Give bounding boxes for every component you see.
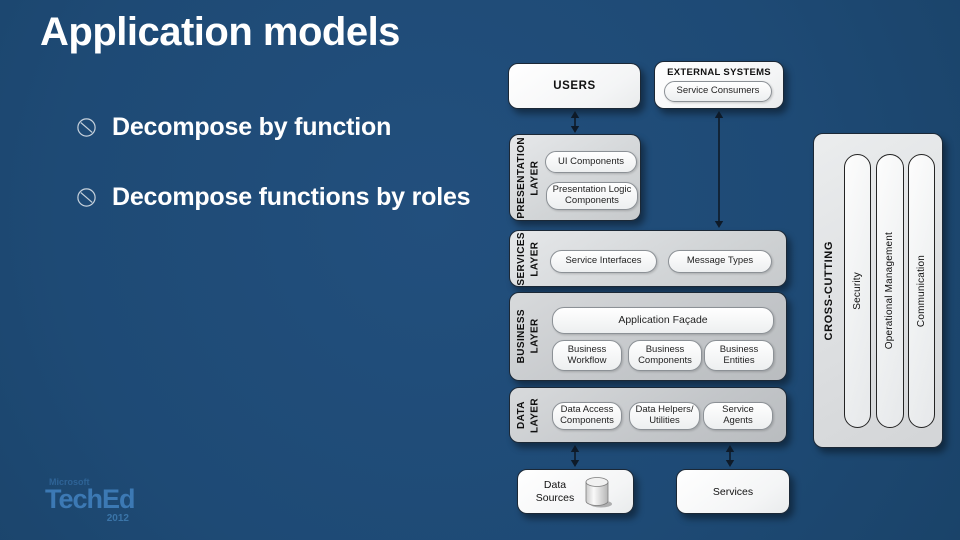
operational-management-vpill: Operational Management [876,154,904,428]
data-access-components-pill: Data Access Components [552,402,622,430]
data-layer: DATA LAYER Data Access Components Data H… [509,387,787,443]
business-layer: BUSINESS LAYER Application Façade Busine… [509,292,787,381]
service-interfaces-pill: Service Interfaces [550,250,657,273]
page-title: Application models [40,10,400,54]
data-sources-box: Data Sources [517,469,634,514]
service-consumers-pill: Service Consumers [664,81,772,102]
bullet-item: Decompose functions by roles [76,183,471,212]
database-cylinder-icon [585,476,613,507]
services-layer: SERVICES LAYER Service Interfaces Messag… [509,230,787,287]
no-symbol-bullet-icon [77,118,96,137]
presentation-logic-components-pill: Presentation Logic Components [546,182,638,210]
security-vpill: Security [844,154,871,428]
bullet-label: Decompose by function [112,113,392,141]
business-workflow-pill: Business Workflow [552,340,622,371]
users-label: USERS [553,80,596,92]
ui-components-pill: UI Components [545,151,637,173]
teched-logo: Microsoft TechEd 2012 [45,477,136,524]
cross-cutting-box: CROSS-CUTTING Security Operational Manag… [813,133,943,448]
data-sources-label: Data Sources [535,478,575,504]
application-facade-pill: Application Façade [552,307,774,334]
logo-name: TechEd [45,484,136,514]
external-systems-box: EXTERNAL SYSTEMS Service Consumers [654,61,784,109]
business-components-pill: Business Components [628,340,702,371]
services-label: Services [712,485,754,498]
data-layer-label: DATA LAYER [515,397,541,433]
bullet-item: Decompose by function [76,113,391,142]
presentation-layer: PRESENTATION LAYER UI Components Present… [509,134,641,221]
logo-brand: Microsoft [49,477,90,487]
services-box: Services [676,469,790,514]
presentation-layer-label: PRESENTATION LAYER [515,136,541,219]
service-agents-pill: Service Agents [703,402,773,430]
bullet-label: Decompose functions by roles [112,183,471,211]
communication-vpill: Communication [908,154,935,428]
data-helpers-utilities-pill: Data Helpers/ Utilities [629,402,700,430]
business-entities-pill: Business Entities [704,340,774,371]
users-box: USERS [508,63,641,109]
external-systems-title: EXTERNAL SYSTEMS [667,67,771,78]
services-layer-label: SERVICES LAYER [515,231,541,286]
logo-year: 2012 [106,512,129,524]
cross-cutting-label: CROSS-CUTTING [823,240,836,341]
business-layer-label: BUSINESS LAYER [515,309,541,364]
message-types-pill: Message Types [668,250,772,273]
no-symbol-bullet-icon [77,188,96,207]
